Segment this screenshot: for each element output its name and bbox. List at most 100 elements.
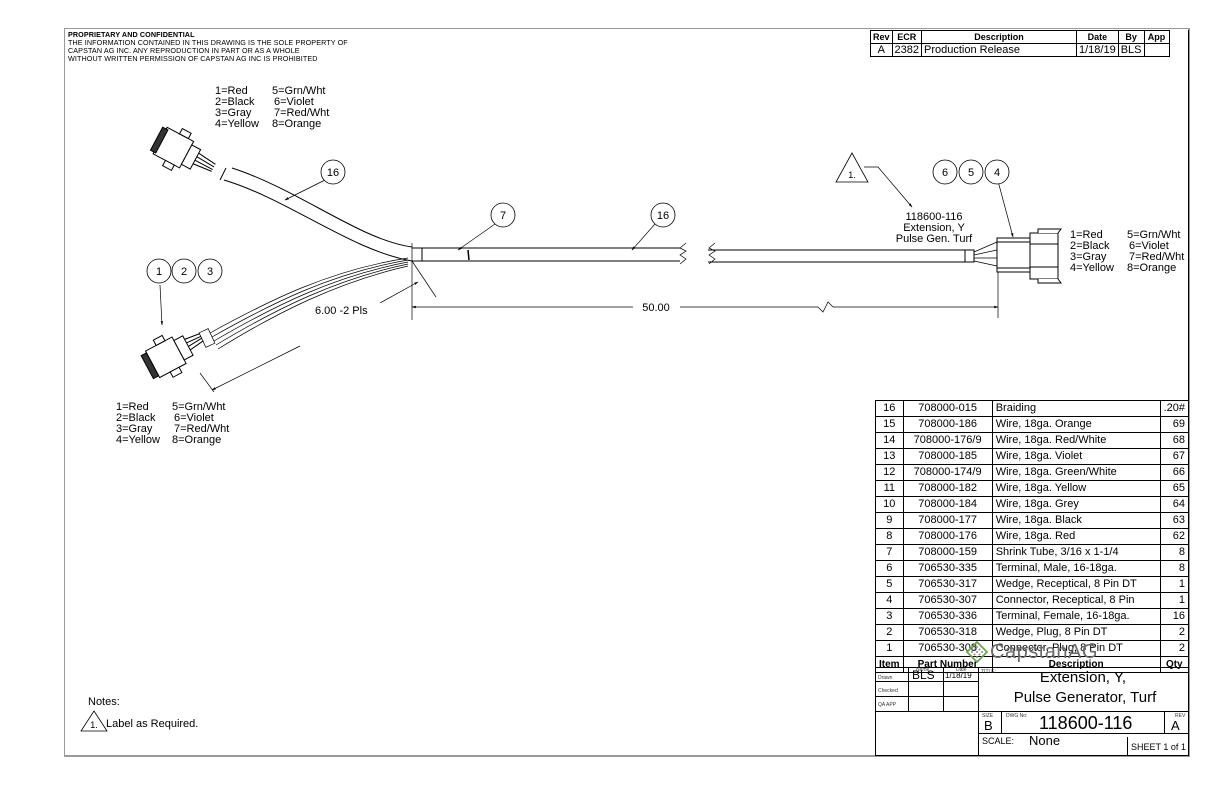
ecr-value: 2382	[891, 43, 923, 57]
bom-item-number: 6	[875, 560, 904, 577]
balloon-label: 16	[657, 210, 669, 222]
note-text: Label as Required.	[106, 718, 198, 730]
bom-item-number: 4	[875, 592, 904, 609]
bom-item-number: 11	[875, 480, 904, 497]
lower-pinout: 1=Red 2=Black 3=Gray 4=Yellow 5=Grn/Wht …	[116, 401, 229, 446]
drawing-border	[64, 28, 1190, 757]
pinout-entry: 7=Red/Wht	[274, 107, 329, 119]
balloon-label: 4	[994, 167, 1000, 179]
date-label: Date	[956, 667, 967, 673]
bom-quantity: 62	[1159, 528, 1190, 545]
bom-quantity: .20#	[1159, 400, 1190, 417]
proprietary-line: THE INFORMATION CONTAINED IN THIS DRAWIN…	[68, 38, 348, 47]
proprietary-line: CAPSTAN AG INC. ANY REPRODUCTION IN PART…	[68, 46, 300, 55]
pinout-entry: 2=Black	[116, 412, 156, 424]
note-flag: 1.	[80, 710, 108, 732]
bom-description: Braiding	[991, 400, 1161, 417]
scale-label: SCALE:	[982, 736, 1015, 746]
rev-row: A 2382 Production Release 1/18/19 BLS	[870, 43, 1170, 57]
bom-description: Wire, 18ga. Yellow	[991, 480, 1161, 497]
balloon-label: 5	[968, 167, 974, 179]
balloon-label: 2	[181, 266, 187, 278]
rev-date: 1/18/19	[1076, 43, 1119, 57]
bom-description: Wire, 18ga. Red	[991, 528, 1161, 545]
bom-quantity: 64	[1159, 496, 1190, 513]
pinout-entry: 1=Red	[215, 85, 248, 97]
bom-item-number: 14	[875, 432, 904, 449]
bom-part-number: 708000-174/9	[902, 464, 993, 481]
bom-item-number: 16	[875, 400, 904, 417]
revision-block: Rev ECR Description Date By App A 2382 P…	[870, 30, 1170, 57]
pinout-entry: 3=Gray	[215, 107, 252, 119]
bom-quantity: 63	[1159, 512, 1190, 529]
pinout-entry: 5=Grn/Wht	[1127, 229, 1181, 241]
balloon-label: 7	[500, 210, 506, 222]
size-label: SIZE	[982, 713, 994, 719]
dwg-no-label: DWG No:	[1006, 713, 1028, 719]
bom-description: Wedge, Plug, 8 Pin DT	[991, 624, 1161, 641]
notes-heading: Notes:	[88, 696, 120, 708]
pinout-entry: 3=Gray	[116, 423, 153, 435]
bom-header-part-number: Part Number	[902, 656, 993, 673]
bom-quantity: 68	[1159, 432, 1190, 449]
proprietary-notice: PROPRIETARY AND CONFIDENTIAL THE INFORMA…	[68, 31, 348, 63]
label-text-line: Pulse Gen. Turf	[896, 233, 973, 245]
bom-part-number: 706530-308	[902, 640, 993, 657]
lower-plug-connector	[140, 333, 204, 380]
bom-quantity: 66	[1159, 464, 1190, 481]
pinout-entry: 1=Red	[116, 401, 149, 413]
qa-label: QA APP	[878, 702, 897, 708]
right-receptacle-connector	[973, 228, 1062, 284]
bom-quantity: 69	[1159, 416, 1190, 433]
balloon-group-right: 6 5 4	[932, 159, 1010, 185]
pinout-entry: 8=Orange	[1127, 262, 1176, 274]
balloon-label: 16	[327, 167, 339, 179]
pinout-entry: 6=Violet	[274, 96, 314, 108]
rev-description: Production Release	[921, 43, 1077, 57]
lower-branch-wires	[198, 257, 409, 350]
pinout-entry: 8=Orange	[272, 118, 321, 130]
bom-description: Wire, 18ga. Grey	[991, 496, 1161, 513]
bom-quantity: 65	[1159, 480, 1190, 497]
pinout-entry: 5=Grn/Wht	[172, 401, 226, 413]
pinout-entry: 3=Gray	[1070, 251, 1107, 263]
bom-part-number: 708000-177	[902, 512, 993, 529]
title-block: CapstanAG Name Date Drawn BLS 1/18/19 Ch…	[875, 637, 1189, 756]
bom-part-number: 706530-335	[902, 560, 993, 577]
bom-item-number: 13	[875, 448, 904, 465]
pinout-entry: 6=Violet	[174, 412, 214, 424]
branch-length-dimension: 6.00 -2 Pls	[315, 305, 368, 317]
pinout-entry: 1=Red	[1070, 229, 1103, 241]
bom-part-number: 706530-318	[902, 624, 993, 641]
name-label: Name	[916, 667, 930, 673]
balloon-7: 7	[490, 202, 516, 228]
bom-description: Wire, 18ga. Green/White	[991, 464, 1161, 481]
checked-label: Checked	[878, 688, 898, 694]
bom-part-number: 708000-185	[902, 448, 993, 465]
balloon-label: 1	[156, 266, 162, 278]
drawing-rev: A	[1171, 718, 1180, 733]
pinout-entry: 5=Grn/Wht	[272, 85, 326, 97]
bom-quantity: 1	[1159, 592, 1190, 609]
pinout-entry: 7=Red/Wht	[174, 423, 229, 435]
bom-part-number: 708000-015	[902, 400, 993, 417]
drawn-by: BLS	[912, 668, 935, 682]
bom-description: Wire, 18ga. Red/White	[991, 432, 1161, 449]
bom-description: Wedge, Receptical, 8 Pin DT	[991, 576, 1161, 593]
pinout-entry: 6=Violet	[1129, 240, 1169, 252]
bom-description: Wire, 18ga. Black	[991, 512, 1161, 529]
bom-description: Wire, 18ga. Violet	[991, 448, 1161, 465]
pinout-entry: 4=Yellow	[1070, 262, 1114, 274]
drawn-date: 1/18/19	[945, 671, 972, 680]
pinout-entry: 7=Red/Wht	[1129, 251, 1184, 263]
bom-description: Shrink Tube, 3/16 x 1-1/4	[991, 544, 1161, 561]
bom-description: Connector, Receptical, 8 Pin	[991, 592, 1161, 609]
